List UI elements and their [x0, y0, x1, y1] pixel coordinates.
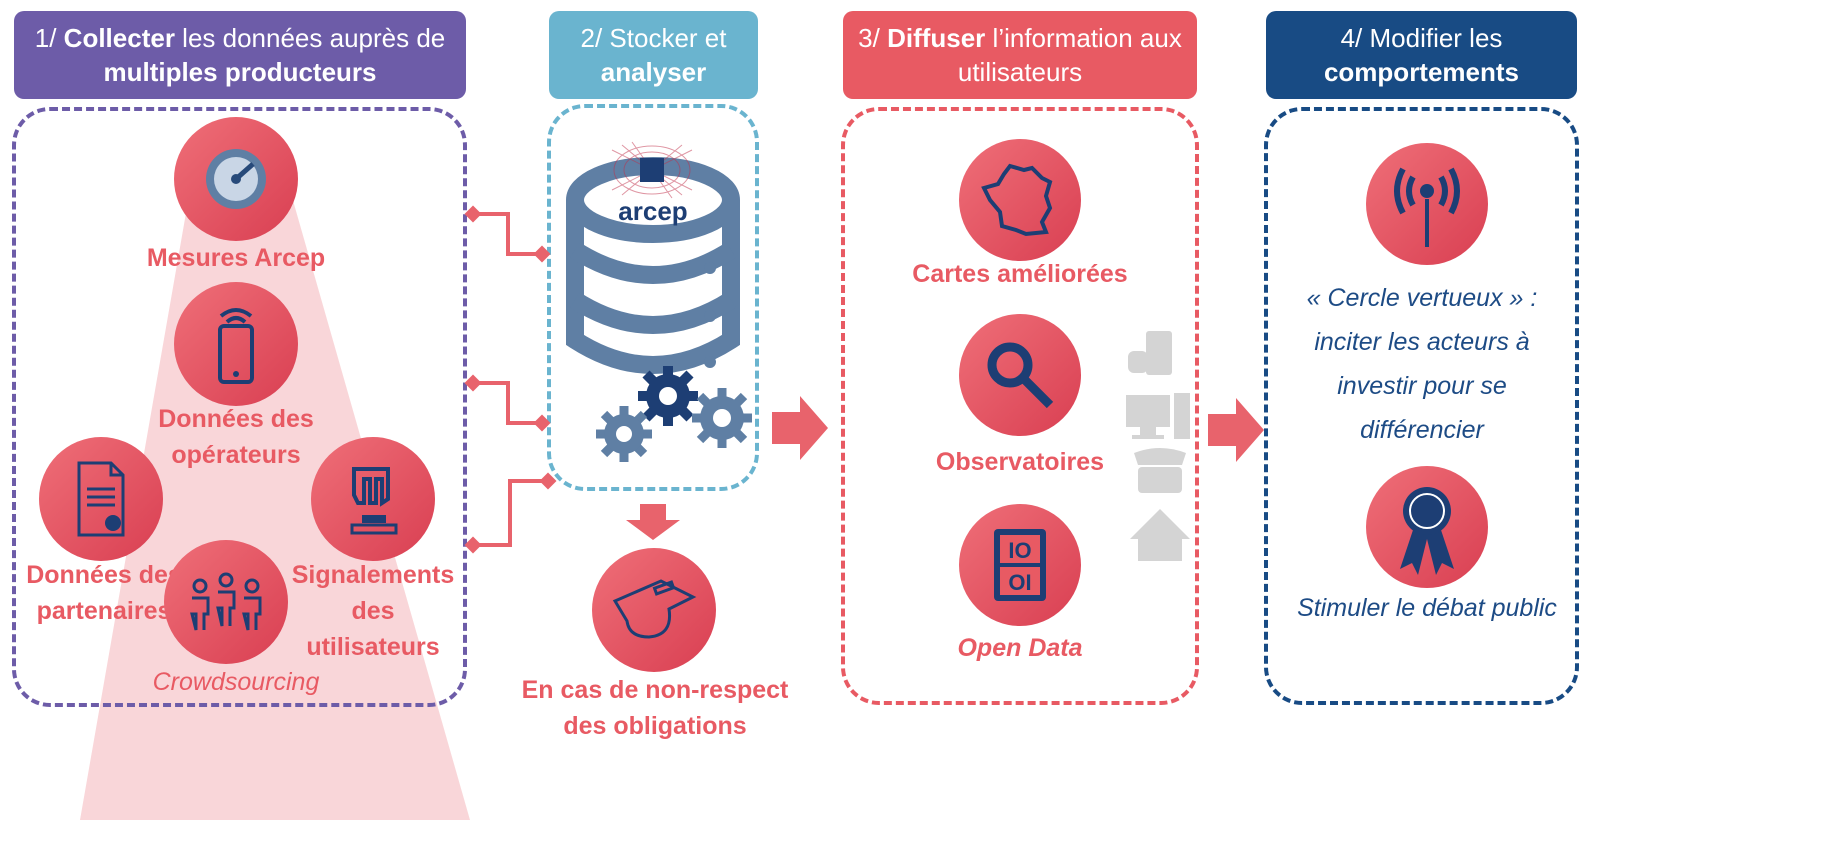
- crowd-icon-circle: [164, 540, 288, 664]
- antenna-icon-circle: [1366, 143, 1488, 265]
- step-2-header: 2/ Stocker et analyser: [549, 11, 758, 99]
- arrow-down-sanction: [626, 504, 680, 540]
- hand-icon-circle: [311, 437, 435, 561]
- diffuse-box: [841, 107, 1199, 705]
- document-icon-circle: [39, 437, 163, 561]
- hand-press-button-icon: [350, 467, 398, 535]
- people-group-icon: [190, 572, 262, 631]
- label-open-data: Open Data: [957, 634, 1083, 662]
- map-icon-circle: [959, 139, 1081, 261]
- label-crowdsourcing: Crowdsourcing: [152, 668, 320, 696]
- whistle-icon: [612, 579, 697, 639]
- store-box: [547, 104, 759, 491]
- gears-icon: [596, 366, 752, 462]
- award-ribbon-icon: [1400, 487, 1454, 575]
- award-icon-circle: [1366, 466, 1488, 588]
- arcep-logo-text: arcep: [618, 196, 688, 226]
- svg-text:OI: OI: [1008, 570, 1031, 595]
- whistle-icon-circle: [592, 548, 716, 672]
- france-map-icon: [981, 163, 1053, 237]
- smartphone-wifi-icon: [218, 308, 254, 384]
- label-cartes: Cartes améliorées: [912, 260, 1128, 288]
- telephone-icon: [1134, 448, 1186, 493]
- arcep-logo-mark: [611, 141, 693, 199]
- arrow-to-diffuse: [772, 396, 828, 460]
- arrow-to-behaviour: [1208, 398, 1264, 462]
- open-data-icon: IO OI: [994, 529, 1046, 601]
- label-mesures: Mesures Arcep: [146, 244, 326, 272]
- magnifier-icon: [987, 342, 1054, 409]
- phone-hand-icon: [1146, 331, 1172, 375]
- collect-box: [12, 107, 467, 707]
- grey-devices: [1126, 331, 1190, 561]
- step-3-header: 3/ Diffuser l’information aux utilisateu…: [843, 11, 1197, 99]
- document-certificate-icon: [77, 461, 125, 537]
- gauge-icon: [206, 149, 266, 209]
- step-4-header: 4/ Modifier les comportements: [1266, 11, 1577, 99]
- open-data-icon-circle: IO OI: [959, 504, 1081, 626]
- behaviour-box: [1264, 107, 1579, 705]
- desktop-computer-icon: [1126, 393, 1190, 439]
- gauge-icon-circle: [174, 117, 298, 241]
- antenna-icon: [1394, 167, 1460, 247]
- label-observatoires: Observatoires: [935, 448, 1105, 476]
- svg-text:IO: IO: [1008, 538, 1031, 563]
- phone-icon-circle: [174, 282, 298, 406]
- step-1-header: 1/ Collecter les données auprès de multi…: [14, 11, 466, 99]
- magnifier-icon-circle: [959, 314, 1081, 436]
- label-debat: Stimuler le débat public: [1297, 594, 1557, 622]
- label-cercle: « Cercle vertueux » : inciter les acteur…: [1306, 284, 1538, 444]
- house-icon: [1130, 509, 1190, 561]
